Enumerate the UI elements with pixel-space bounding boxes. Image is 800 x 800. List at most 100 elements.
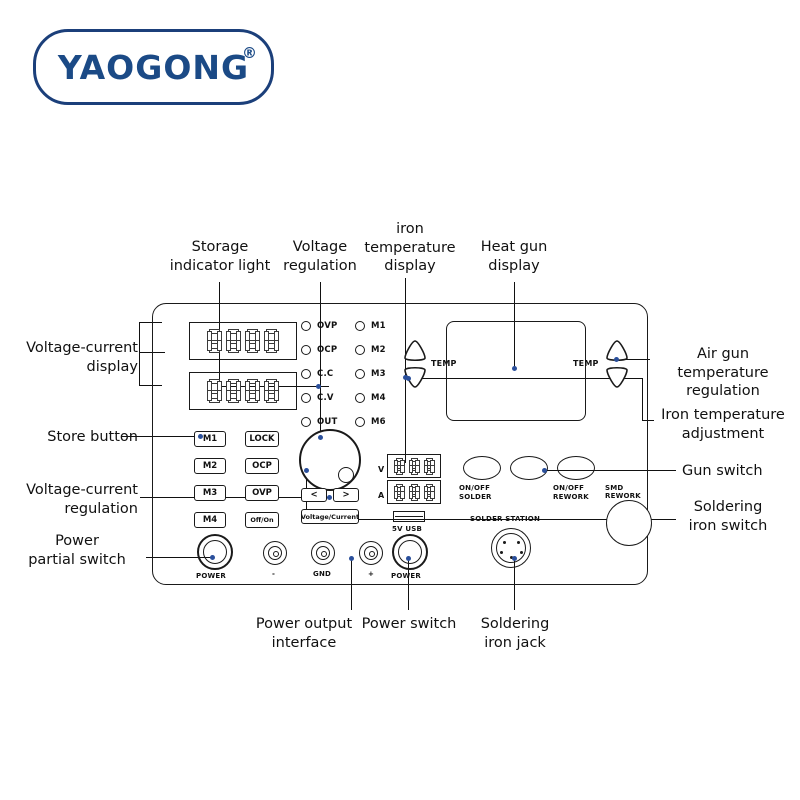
memory-led-label: M2 <box>371 345 386 355</box>
memory-key-m3[interactable]: M3 <box>194 485 226 501</box>
leader-line-iron-temp-adj-h2 <box>409 378 643 380</box>
status-led-cv: C.V <box>301 393 334 403</box>
memory-key-m4[interactable]: M4 <box>194 512 226 528</box>
current-digit <box>207 379 222 403</box>
callout-storage-indicator-light: Storage indicator light <box>169 239 271 274</box>
heat-gun-display-screen <box>446 321 586 421</box>
voltage-current-knob[interactable] <box>299 429 361 491</box>
callout-gun-switch: Gun switch <box>682 463 763 479</box>
iron-volt-digit <box>408 457 420 475</box>
iron-voltage-display <box>387 454 441 478</box>
soldering-iron-jack-connector[interactable] <box>491 528 531 568</box>
status-led-label: OVP <box>317 321 338 331</box>
air-gun-temp-down-button[interactable] <box>605 366 629 388</box>
smd-rework-knob[interactable] <box>606 500 652 546</box>
device-front-panel: OVP OCP C.C C.V OUT M1 M2 M3 <box>152 303 652 585</box>
iron-amp-digit <box>393 483 405 501</box>
memory-led-label: M6 <box>371 417 386 427</box>
output-terminal-negative[interactable] <box>263 541 287 565</box>
output-terminal-positive[interactable] <box>359 541 383 565</box>
callout-power-output-interface: Power output interface <box>255 616 353 651</box>
led-indicator-icon <box>355 417 365 427</box>
leader-bracket-vc-display <box>139 322 162 386</box>
status-led-label: C.C <box>317 369 334 379</box>
power-partial-button[interactable] <box>197 534 233 570</box>
jack-pin-icon <box>500 551 503 554</box>
memory-led-m4: M4 <box>355 393 386 403</box>
callout-voltage-current-display: Voltage-current display <box>26 340 138 375</box>
callout-dot-voltage-regulation <box>318 435 323 440</box>
function-key-ocp[interactable]: OCP <box>245 458 279 474</box>
led-indicator-icon <box>301 369 311 379</box>
leader-line-voltage-regulation <box>320 282 322 437</box>
current-digit <box>226 379 241 403</box>
led-indicator-icon <box>355 321 365 331</box>
voltage-display <box>189 322 297 360</box>
iron-volt-label: V <box>378 465 385 474</box>
terminal-ring-icon <box>268 546 282 560</box>
terminal-ground-label: GND <box>313 570 332 578</box>
power-button-ring-icon <box>398 540 422 564</box>
led-indicator-icon <box>301 393 311 403</box>
rework-onoff-switch[interactable] <box>557 456 595 480</box>
output-terminal-ground[interactable] <box>311 541 335 565</box>
leader-line-air-gun-temp <box>620 359 650 361</box>
main-power-button[interactable] <box>392 534 428 570</box>
memory-led-label: M1 <box>371 321 386 331</box>
voltage-digit <box>226 329 241 353</box>
voltage-digit <box>207 329 222 353</box>
arrow-key-left[interactable]: < <box>301 488 327 502</box>
callout-dot-heat-gun-display <box>512 366 517 371</box>
current-digit <box>264 379 279 403</box>
leader-line-gun-switch <box>546 470 676 472</box>
air-gun-temp-label: TEMP <box>573 359 599 368</box>
led-indicator-icon <box>301 321 311 331</box>
voltage-current-mode-key[interactable]: Voltage/Current <box>301 509 359 524</box>
iron-temp-label: TEMP <box>431 359 457 368</box>
memory-led-label: M3 <box>371 369 386 379</box>
leader-line-power-partial-switch <box>146 557 214 559</box>
status-led-cc: C.C <box>301 369 333 379</box>
power-right-label: POWER <box>391 572 421 580</box>
leader-line-storage-indicator-h <box>219 386 329 388</box>
leader-line-iron-temp-adj-h <box>642 420 654 422</box>
solder-station-label: SOLDER STATION <box>470 515 541 523</box>
status-led-label: OCP <box>317 345 338 355</box>
iron-volt-digit <box>423 457 435 475</box>
led-indicator-icon <box>355 369 365 379</box>
callout-iron-temperature-display: iron temperature display <box>364 221 456 275</box>
callout-dot-store-button <box>198 434 203 439</box>
power-button-ring-icon <box>203 540 227 564</box>
callout-voltage-regulation: Voltage regulation <box>283 239 357 274</box>
terminal-center-icon <box>369 551 375 557</box>
status-led-ovp: OVP <box>301 321 337 331</box>
usb-port-icon <box>393 511 425 522</box>
iron-amp-digit <box>423 483 435 501</box>
solder-onoff-switch[interactable] <box>463 456 501 480</box>
jack-pin-icon <box>520 551 523 554</box>
arrow-key-right[interactable]: > <box>333 488 359 502</box>
leader-line-vc-regulation <box>140 497 330 499</box>
led-indicator-icon <box>301 417 311 427</box>
callout-power-switch: Power switch <box>361 616 457 632</box>
iron-volt-digit <box>393 457 405 475</box>
callout-soldering-iron-switch: Soldering iron switch <box>688 499 768 534</box>
jack-pin-icon <box>510 556 513 559</box>
callout-voltage-current-regulation: Voltage-current regulation <box>26 482 138 517</box>
callout-power-partial-switch: Power partial switch <box>28 533 126 568</box>
status-led-label: OUT <box>317 417 338 427</box>
function-key-offon[interactable]: Off/On <box>245 512 279 528</box>
memory-key-m2[interactable]: M2 <box>194 458 226 474</box>
callout-dot-iron-temp-adj <box>406 376 411 381</box>
iron-amp-digit <box>408 483 420 501</box>
terminal-center-icon <box>273 551 279 557</box>
callout-dot-soldering-iron-jack <box>512 556 517 561</box>
current-display <box>189 372 297 410</box>
function-key-lock[interactable]: LOCK <box>245 431 279 447</box>
function-key-ovp[interactable]: OVP <box>245 485 279 501</box>
terminal-center-icon <box>321 551 327 557</box>
brand-name: YAOGONG <box>57 47 250 87</box>
iron-temp-up-button[interactable] <box>403 340 427 362</box>
callout-heat-gun-display: Heat gun display <box>480 239 548 274</box>
